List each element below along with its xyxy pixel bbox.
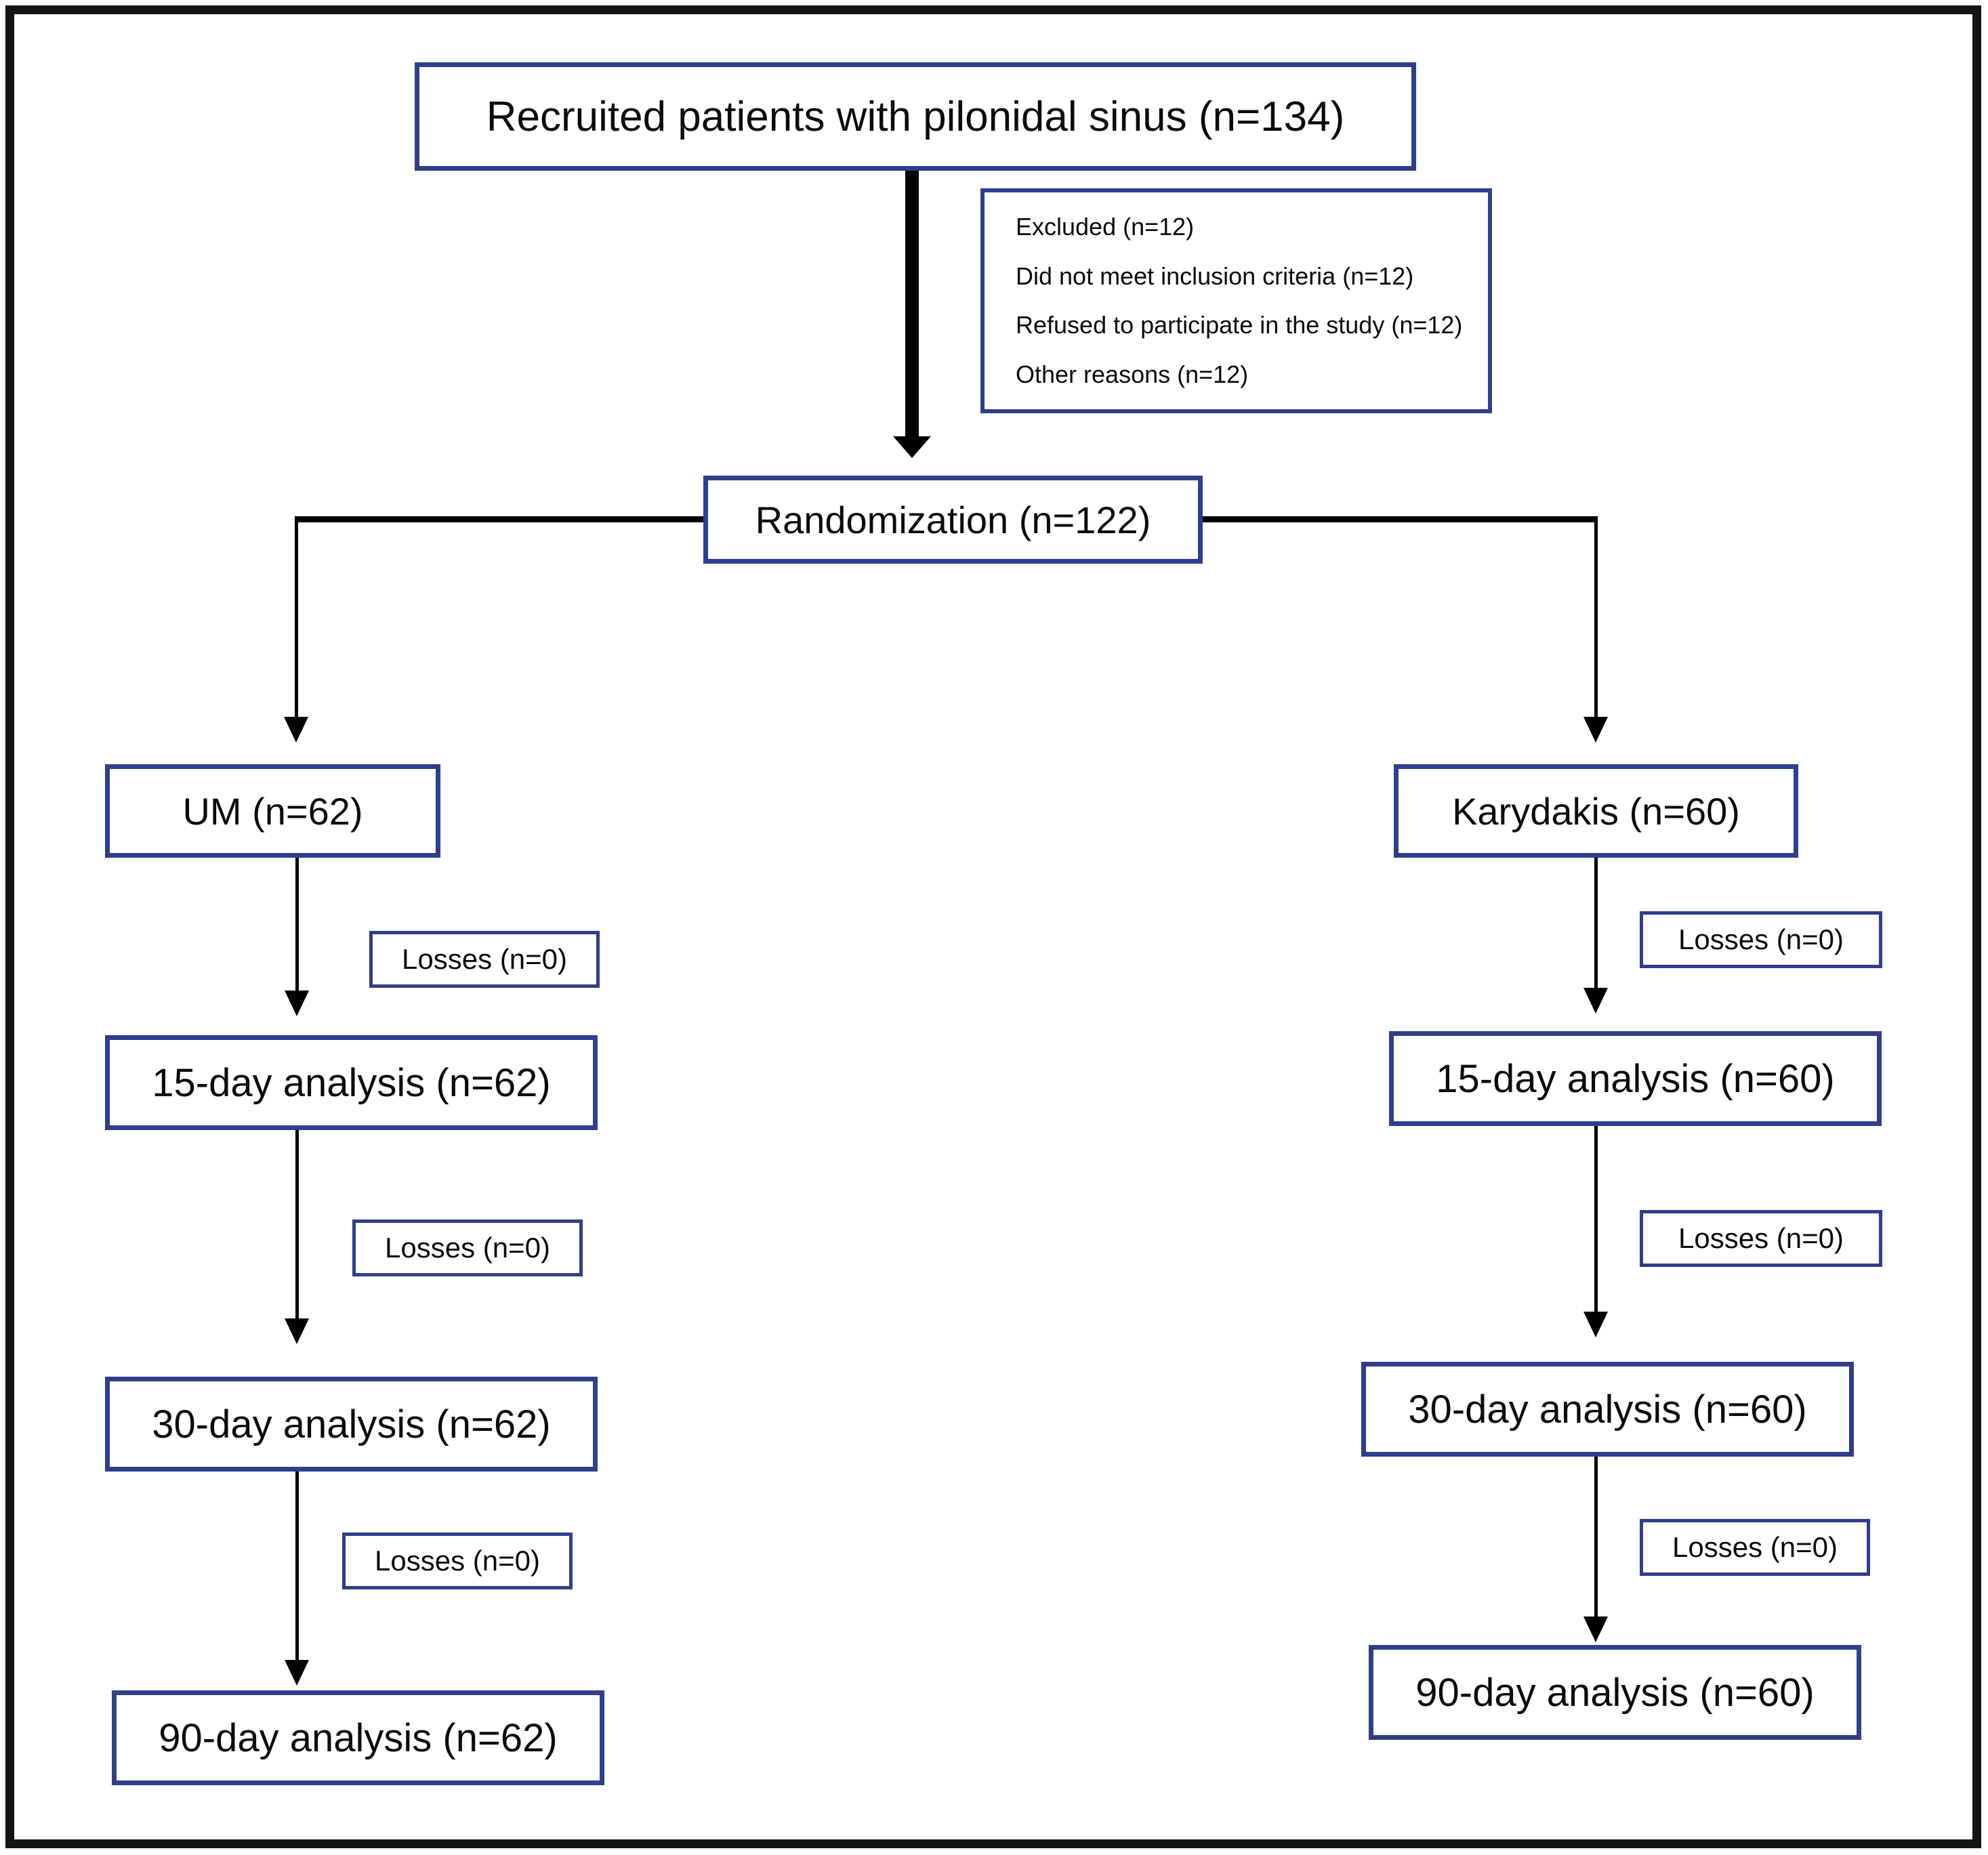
um-arrow-3-arrowhead-icon — [285, 1660, 309, 1686]
karydakis-allocation-box: Karydakis (n=60) — [1394, 764, 1798, 858]
um-arrow-2-arrowhead-icon — [285, 1318, 309, 1344]
um-losses-box-3: Losses (n=0) — [342, 1533, 573, 1589]
karydakis-15-day-analysis-box: 15-day analysis (n=60) — [1389, 1031, 1882, 1126]
recruited-to-randomization-arrow-shaft — [905, 171, 919, 436]
exclusion-line-inclusion-criteria: Did not meet inclusion criteria (n=12) — [1016, 262, 1414, 290]
um-allocation-box: UM (n=62) — [105, 764, 440, 858]
randomization-box: Randomization (n=122) — [703, 476, 1203, 564]
um-arrow-3-shaft — [295, 1472, 299, 1663]
branch-drop-right-arrowhead-icon — [1583, 717, 1608, 743]
um-90-day-analysis-box: 90-day analysis (n=62) — [112, 1690, 604, 1785]
branch-drop-right-shaft — [1594, 516, 1598, 718]
recruited-to-randomization-arrowhead-icon — [893, 436, 931, 458]
karydakis-arrow-3-shaft — [1594, 1457, 1598, 1619]
exclusion-line-refused: Refused to participate in the study (n=1… — [1016, 311, 1463, 339]
um-arrow-2-shaft — [295, 1130, 299, 1321]
karydakis-arrow-2-arrowhead-icon — [1583, 1312, 1608, 1337]
outer-frame — [5, 5, 1981, 1848]
exclusion-box: Excluded (n=12) Did not meet inclusion c… — [980, 188, 1492, 413]
um-losses-box-2: Losses (n=0) — [352, 1220, 583, 1276]
recruited-box: Recruited patients with pilonidal sinus … — [415, 62, 1416, 171]
karydakis-losses-box-1: Losses (n=0) — [1640, 911, 1882, 968]
exclusion-line-excluded: Excluded (n=12) — [1016, 213, 1195, 241]
um-arrow-1-shaft — [295, 858, 299, 993]
um-30-day-analysis-box: 30-day analysis (n=62) — [105, 1377, 598, 1472]
karydakis-losses-box-3: Losses (n=0) — [1640, 1519, 1870, 1576]
karydakis-30-day-analysis-box: 30-day analysis (n=60) — [1361, 1362, 1854, 1457]
um-15-day-analysis-box: 15-day analysis (n=62) — [105, 1035, 598, 1130]
um-arrow-1-arrowhead-icon — [285, 991, 309, 1016]
branch-drop-left-shaft — [295, 516, 298, 718]
karydakis-90-day-analysis-box: 90-day analysis (n=60) — [1369, 1645, 1861, 1740]
branch-line-right — [1203, 516, 1597, 522]
karydakis-arrow-3-arrowhead-icon — [1583, 1617, 1608, 1642]
karydakis-losses-box-2: Losses (n=0) — [1640, 1210, 1882, 1267]
karydakis-arrow-1-shaft — [1594, 858, 1598, 991]
karydakis-arrow-1-arrowhead-icon — [1583, 988, 1608, 1014]
exclusion-line-other: Other reasons (n=12) — [1016, 360, 1249, 388]
branch-line-left — [296, 516, 703, 522]
um-losses-box-1: Losses (n=0) — [369, 931, 600, 988]
branch-drop-left-arrowhead-icon — [284, 717, 308, 743]
karydakis-arrow-2-shaft — [1594, 1126, 1598, 1314]
